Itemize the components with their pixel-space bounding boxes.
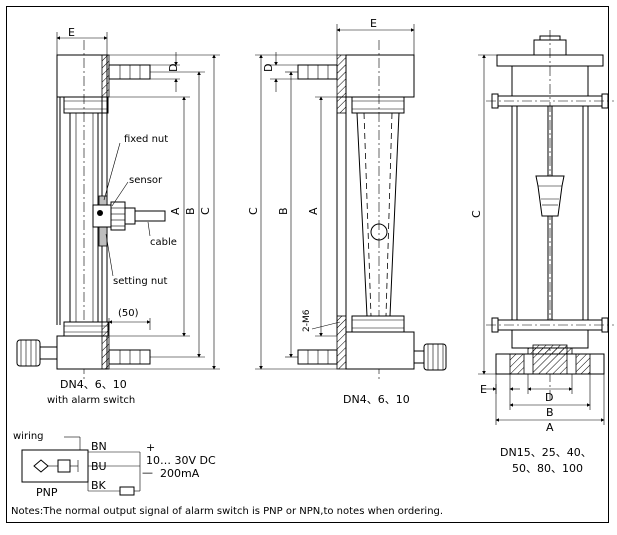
right-float: [535, 175, 565, 217]
left-dim-a: A: [169, 207, 182, 215]
middle-bottom-nut: [351, 315, 405, 333]
middle-dim-d: D: [262, 64, 275, 72]
right-caption-line2: 50、80、100: [512, 462, 583, 475]
middle-caption: DN4、6、10: [343, 393, 410, 406]
label-m6: 2-M6: [302, 309, 312, 332]
right-dim-e: E: [480, 383, 487, 396]
wiring-type: PNP: [36, 486, 58, 499]
notes-text: Notes:The normal output signal of alarm …: [11, 506, 444, 517]
left-dim-b: B: [184, 207, 197, 215]
wiring-diagram: [21, 436, 141, 496]
middle-bottom-block: [345, 331, 415, 370]
left-valve-knob: [16, 339, 41, 367]
right-dim-b: B: [546, 406, 554, 419]
wiring-bu: BU: [91, 460, 107, 473]
left-bottom-block: [56, 335, 108, 370]
label-setting-nut: setting nut: [113, 276, 168, 287]
left-bottom-nozzle: [108, 349, 151, 365]
right-dim-c: C: [470, 210, 483, 218]
right-dim-d: D: [545, 391, 553, 404]
wiring-bk: BK: [91, 479, 107, 492]
left-bottom-nut: [63, 321, 109, 337]
sheet-border: [6, 6, 609, 523]
left-dim-c: C: [199, 207, 212, 215]
left-top-nut: [63, 96, 109, 114]
load-resistor: [119, 486, 135, 496]
middle-dim-c: C: [247, 207, 260, 215]
middle-taper-tube: [356, 112, 400, 317]
right-caption-line1: DN15、25、40、: [500, 446, 592, 459]
right-dim-a: A: [546, 421, 554, 434]
left-dim-d: D: [167, 64, 180, 72]
wiring-current: 200mA: [160, 467, 200, 480]
middle-valve-knob: [423, 343, 447, 371]
label-fixed-nut: fixed nut: [124, 134, 168, 145]
middle-flowmeter-view: [255, 24, 447, 380]
label-sensor: sensor: [129, 175, 163, 186]
label-fifty: (50): [118, 308, 139, 319]
left-caption-sub: with alarm switch: [47, 395, 135, 406]
wiring-minus: —: [142, 466, 153, 479]
left-top-block: [56, 54, 108, 98]
middle-bottom-nozzle: [297, 349, 338, 365]
middle-top-nut: [351, 96, 405, 114]
wiring-title: wiring: [13, 431, 44, 442]
middle-top-nozzle: [297, 64, 338, 80]
middle-dim-b: B: [277, 207, 290, 215]
wiring-bn: BN: [91, 440, 107, 453]
wiring-plus: +: [146, 441, 155, 454]
left-flowmeter-view: [16, 32, 220, 380]
wiring-voltage: 10… 30V DC: [146, 454, 216, 467]
cable-stub: [134, 210, 166, 222]
right-flowmeter-view: [478, 30, 614, 425]
left-caption: DN4、6、10: [60, 378, 127, 391]
label-cable: cable: [150, 237, 177, 248]
left-dim-e: E: [68, 26, 75, 39]
middle-dim-a: A: [307, 207, 320, 215]
middle-top-block: [345, 54, 415, 98]
middle-dim-e: E: [370, 17, 377, 30]
left-top-nozzle: [108, 64, 151, 80]
